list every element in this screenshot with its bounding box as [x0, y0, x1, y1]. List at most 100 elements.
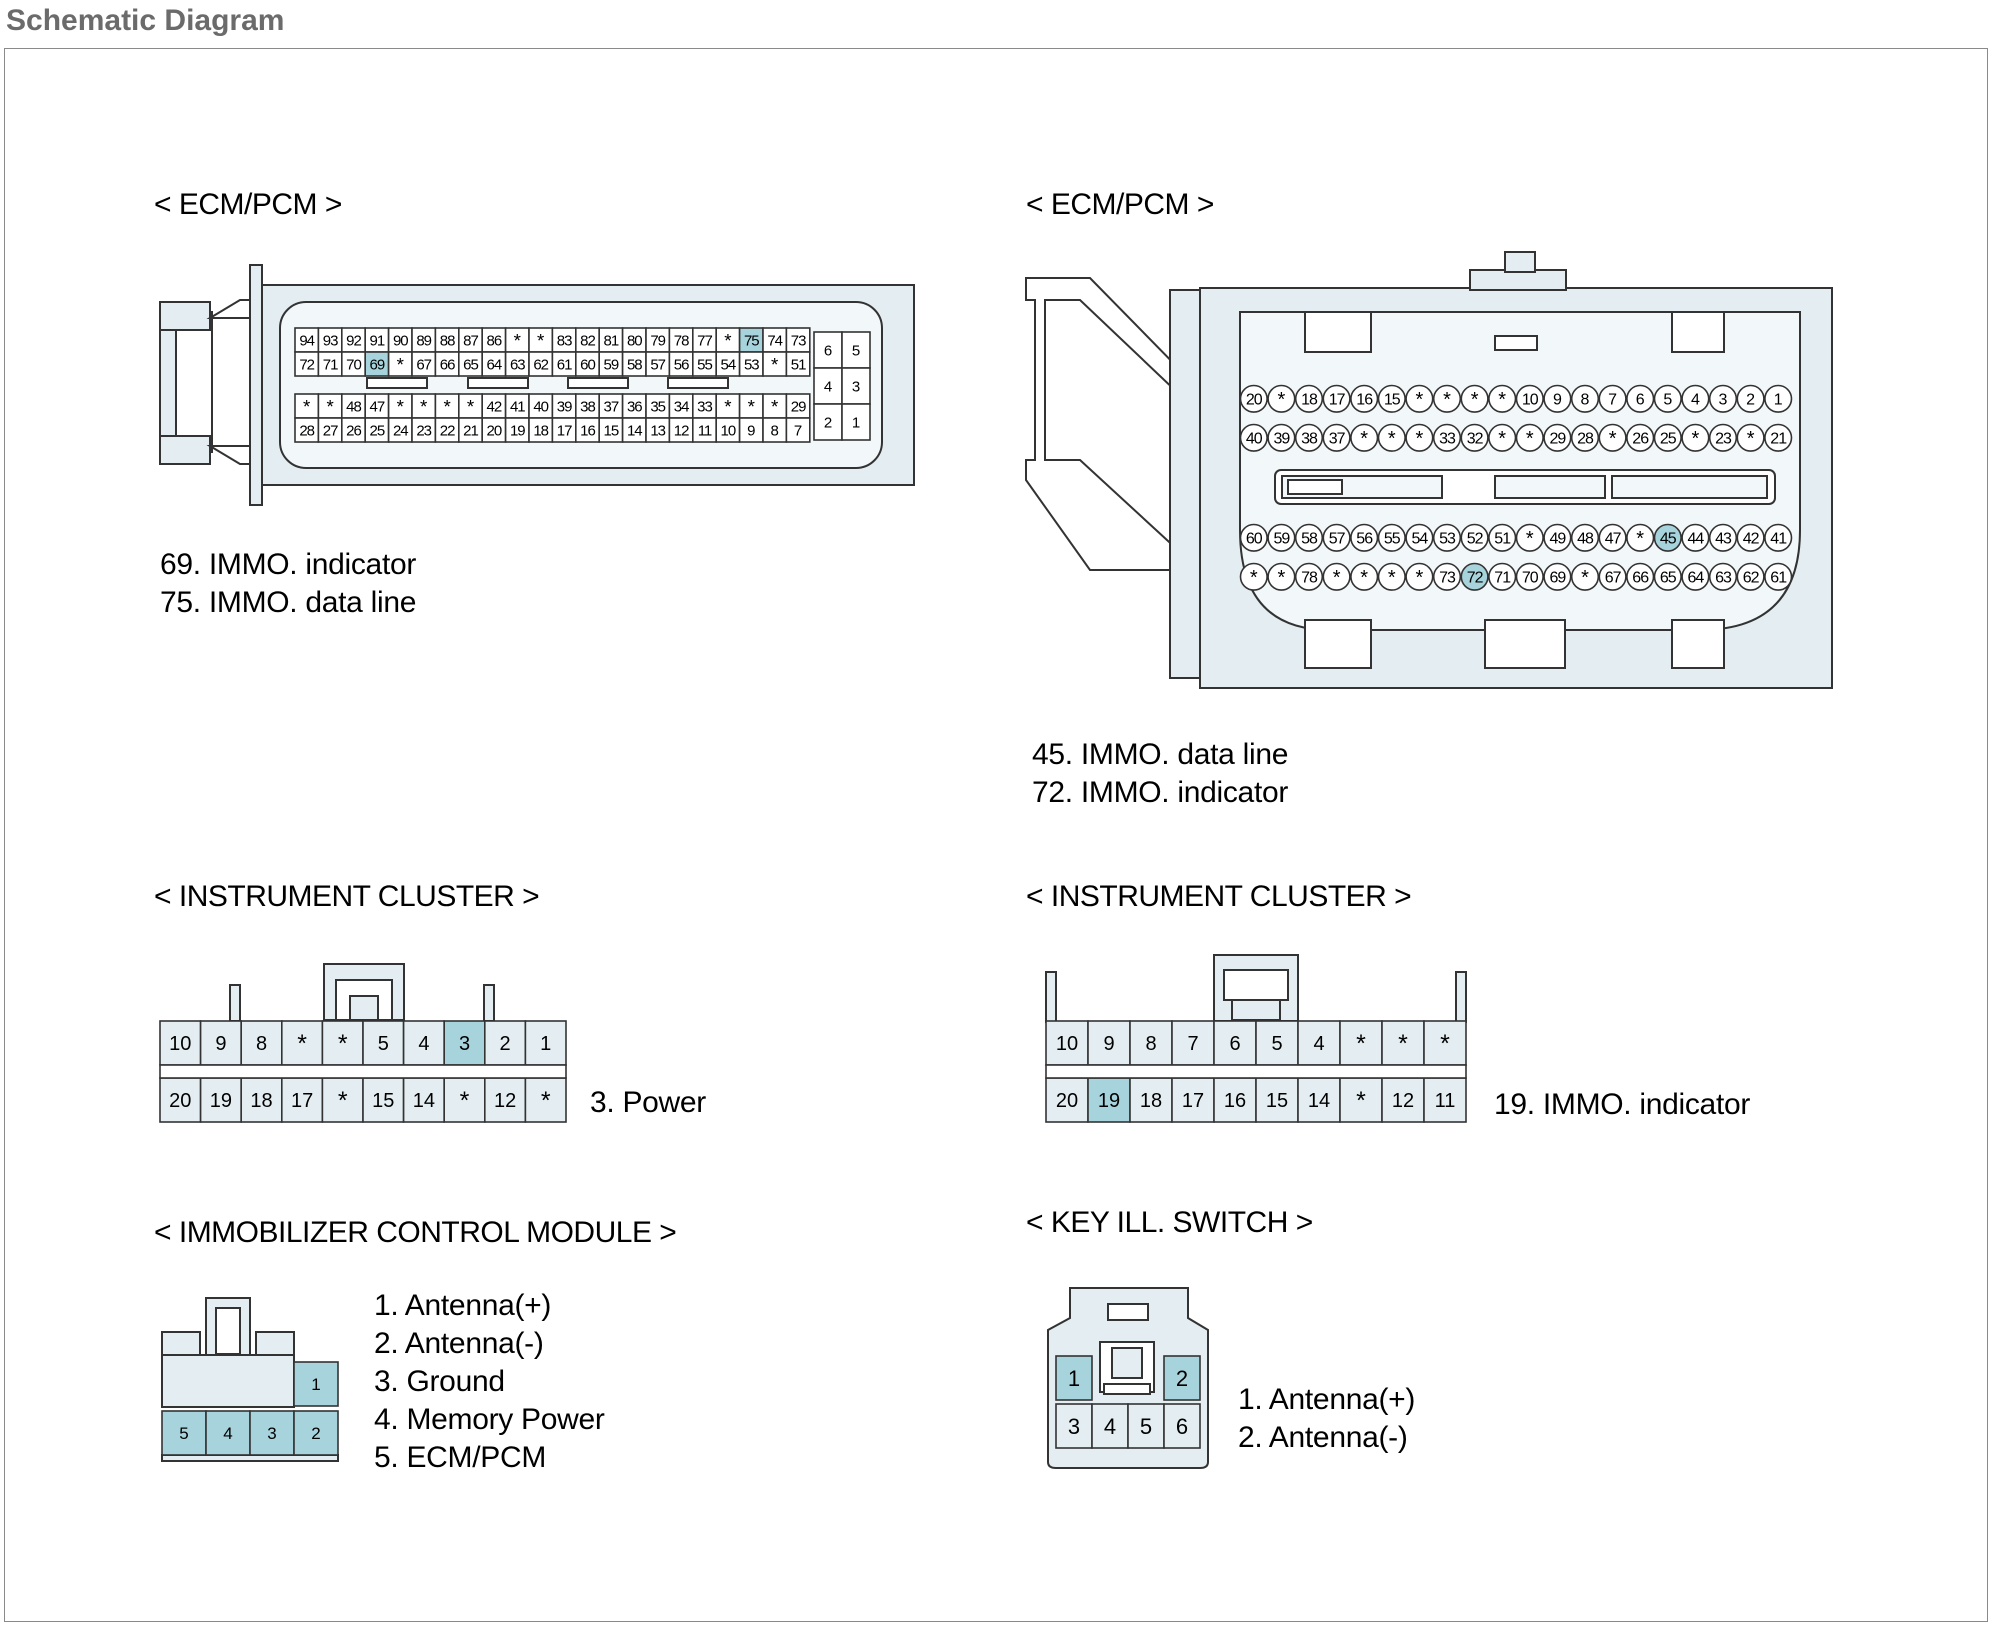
pin-label: *	[1360, 428, 1368, 450]
connector-pin: 69	[1543, 562, 1572, 591]
pin-label: *	[1526, 428, 1534, 450]
connector-pin: 41	[1764, 523, 1793, 552]
connector-pin: 20	[481, 417, 507, 443]
pin-label: 14	[627, 422, 642, 439]
connector-pin: *	[524, 1077, 567, 1123]
connector-pin: 3	[841, 367, 871, 405]
pin-label: 64	[487, 356, 502, 373]
pin-label: 11	[698, 422, 712, 439]
connector-pin: *	[1488, 384, 1517, 413]
pin-label: 79	[650, 332, 665, 349]
connector-pin: 2	[293, 1410, 339, 1456]
pin-label: *	[1416, 428, 1424, 450]
pin-label: 5	[852, 342, 860, 359]
connector-pin: 65	[1653, 562, 1682, 591]
pin-label: 8	[256, 1033, 267, 1055]
legend-item: 75. IMMO. data line	[160, 586, 417, 619]
connector-pin: 38	[574, 393, 600, 419]
connector-pin: 39	[551, 393, 577, 419]
pin-label: 1	[1774, 392, 1783, 409]
pin-label: 12	[494, 1090, 516, 1112]
pin-label: *	[1692, 428, 1700, 450]
connector-pin: *	[1598, 423, 1627, 452]
connector-pin: 5	[1255, 1020, 1299, 1066]
connector-pin: *	[321, 1077, 364, 1123]
connector-pin: *	[387, 351, 413, 377]
pin-label: 9	[1553, 392, 1562, 409]
connector-pin: 70	[1515, 562, 1544, 591]
pin-label: 12	[1392, 1090, 1414, 1112]
pin-label: 37	[604, 398, 619, 415]
connector-pin: 6	[1626, 384, 1655, 413]
connector-pin: 12	[1381, 1077, 1425, 1123]
immobilizer-legend: 1. Antenna(+) 2. Antenna(-) 3. Ground 4.…	[374, 1287, 605, 1477]
pin-label: 28	[1577, 431, 1594, 448]
pin-label: 48	[346, 398, 361, 415]
connector-pin: 18	[1294, 384, 1324, 413]
pin-label: 17	[291, 1090, 313, 1112]
pin-label: 66	[1632, 570, 1649, 587]
pin-label: 55	[697, 356, 712, 373]
connector-pin: *	[317, 393, 343, 419]
pin-label: 53	[744, 356, 759, 373]
legend-item: 2. Antenna(-)	[374, 1327, 544, 1360]
connector-pin: *	[1681, 423, 1710, 452]
connector-pin: 6	[813, 331, 843, 369]
connector-pin: 26	[1626, 423, 1655, 452]
pin-label: *	[1747, 428, 1755, 450]
pin-label: 33	[697, 398, 712, 415]
ecm-right-connector	[1025, 251, 1833, 689]
pin-label: 94	[299, 332, 314, 349]
connector-pin: 67	[1598, 562, 1627, 591]
connector-pin: 2	[1163, 1355, 1201, 1401]
connector-pin: 72	[294, 351, 320, 377]
pin-label: 29	[791, 398, 806, 415]
pin-label: 57	[1329, 531, 1346, 548]
pin-label: 77	[697, 332, 712, 349]
connector-pin: 52	[1460, 523, 1489, 552]
pin-label: *	[1398, 1030, 1408, 1058]
connector-pin: 90	[387, 327, 413, 353]
connector-pin: 53	[738, 351, 764, 377]
pin-label: 1	[852, 414, 860, 431]
ecm-right-legend: 45. IMMO. data line 72. IMMO. indicator	[1032, 736, 1288, 812]
connector-pin: 5	[1127, 1403, 1165, 1449]
pin-label: 9	[747, 422, 755, 439]
pin-label: 40	[1246, 431, 1263, 448]
connector-pin: 33	[1432, 423, 1462, 452]
pin-label: 8	[771, 422, 779, 439]
pin-label: 5	[1271, 1033, 1282, 1055]
pin-label: 42	[1743, 531, 1760, 548]
connector-pin: 66	[434, 351, 460, 377]
pin-label: 83	[557, 332, 572, 349]
pin-label: 32	[1467, 431, 1484, 448]
pin-label: 5	[1663, 392, 1672, 409]
connector-pin: 2	[813, 403, 843, 441]
cluster-right-connector	[1045, 954, 1467, 1023]
pin-label: *	[1278, 389, 1286, 411]
connector-pin: 74	[762, 327, 788, 353]
connector-pin: *	[762, 393, 788, 419]
connector-pin: 1	[1055, 1355, 1093, 1401]
pin-label: 16	[1356, 392, 1373, 409]
ecm-left-legend: 69. IMMO. indicator 75. IMMO. data line	[160, 546, 416, 622]
pin-label: *	[1581, 567, 1589, 589]
pin-label: 21	[463, 422, 478, 439]
pin-label: 29	[1550, 431, 1567, 448]
pin-label: 62	[1743, 570, 1760, 587]
connector-pin: *	[1488, 423, 1517, 452]
pin-label: *	[1388, 567, 1396, 589]
connector-pin: 22	[434, 417, 460, 443]
connector-pin: 73	[1432, 562, 1462, 591]
legend-item: 2. Antenna(-)	[1238, 1421, 1408, 1454]
legend-item: 72. IMMO. indicator	[1032, 776, 1289, 809]
pin-label: 3	[459, 1033, 470, 1055]
pin-label: 14	[413, 1090, 435, 1112]
pin-label: 10	[1056, 1033, 1078, 1055]
pin-label: 3	[267, 1424, 276, 1443]
pin-label: *	[1333, 567, 1341, 589]
pin-label: 3	[1068, 1414, 1080, 1439]
connector-pin: 59	[1267, 523, 1296, 552]
